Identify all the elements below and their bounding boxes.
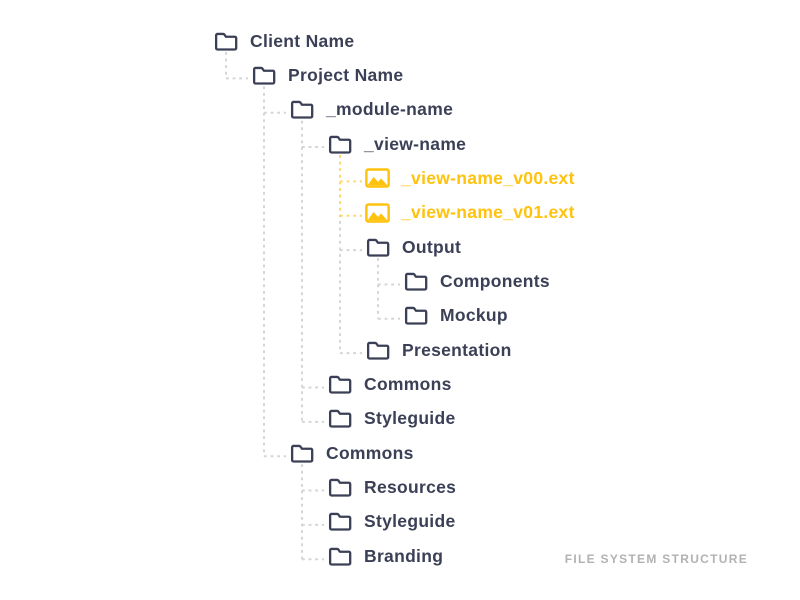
folder-icon bbox=[327, 408, 353, 429]
tree-item-label: Project Name bbox=[288, 64, 404, 85]
folder-icon bbox=[289, 443, 315, 464]
tree-item-label: _module-name bbox=[326, 99, 454, 120]
folder-icon bbox=[365, 237, 391, 258]
tree-item: Presentation bbox=[365, 338, 512, 362]
folder-icon bbox=[327, 546, 353, 567]
folder-icon bbox=[327, 477, 353, 498]
tree-item: Mockup bbox=[403, 304, 508, 328]
tree-item: Branding bbox=[327, 544, 443, 568]
tree-item-label: Commons bbox=[326, 442, 414, 463]
tree-item: Components bbox=[403, 269, 550, 293]
tree-item-label: Resources bbox=[364, 477, 457, 498]
tree-item: Project Name bbox=[251, 63, 403, 87]
tree-item-label: Styleguide bbox=[364, 408, 456, 429]
tree-item-label: Components bbox=[440, 270, 550, 291]
tree-item: Commons bbox=[289, 441, 414, 465]
tree-item: Styleguide bbox=[327, 407, 456, 431]
tree-item: Commons bbox=[327, 373, 452, 397]
folder-icon bbox=[365, 340, 391, 361]
tree-item: Output bbox=[365, 235, 461, 259]
tree-item: Client Name bbox=[213, 29, 354, 53]
tree-item: Resources bbox=[327, 476, 456, 500]
tree-item: _module-name bbox=[289, 98, 453, 122]
tree-item-label: Mockup bbox=[440, 305, 508, 326]
tree-item-label: _view-name_v00.ext bbox=[401, 167, 575, 188]
tree-item-label: _view-name_v01.ext bbox=[401, 202, 575, 223]
folder-icon bbox=[289, 99, 315, 120]
tree-item-label: Client Name bbox=[250, 30, 355, 51]
tree-item-label: Branding bbox=[364, 545, 444, 566]
image-file-icon bbox=[365, 168, 390, 189]
folder-icon bbox=[327, 511, 353, 532]
tree-item-label: Styleguide bbox=[364, 511, 456, 532]
folder-icon bbox=[327, 134, 353, 155]
tree-item: _view-name bbox=[327, 132, 466, 156]
tree-item-label: _view-name bbox=[364, 133, 467, 154]
tree-item-label: Presentation bbox=[402, 339, 512, 360]
tree-item: _view-name_v00.ext bbox=[365, 166, 575, 190]
tree-item-label: Output bbox=[402, 236, 462, 257]
folder-icon bbox=[403, 305, 429, 326]
tree-item: _view-name_v01.ext bbox=[365, 201, 575, 225]
tree-item: Styleguide bbox=[327, 510, 456, 534]
folder-icon bbox=[251, 65, 277, 86]
folder-icon bbox=[403, 271, 429, 292]
folder-icon bbox=[213, 31, 239, 52]
tree-item-label: Commons bbox=[364, 374, 452, 394]
folder-icon bbox=[327, 374, 353, 395]
footer-caption: FILE SYSTEM STRUCTURE bbox=[564, 552, 748, 566]
image-file-icon bbox=[365, 202, 390, 223]
